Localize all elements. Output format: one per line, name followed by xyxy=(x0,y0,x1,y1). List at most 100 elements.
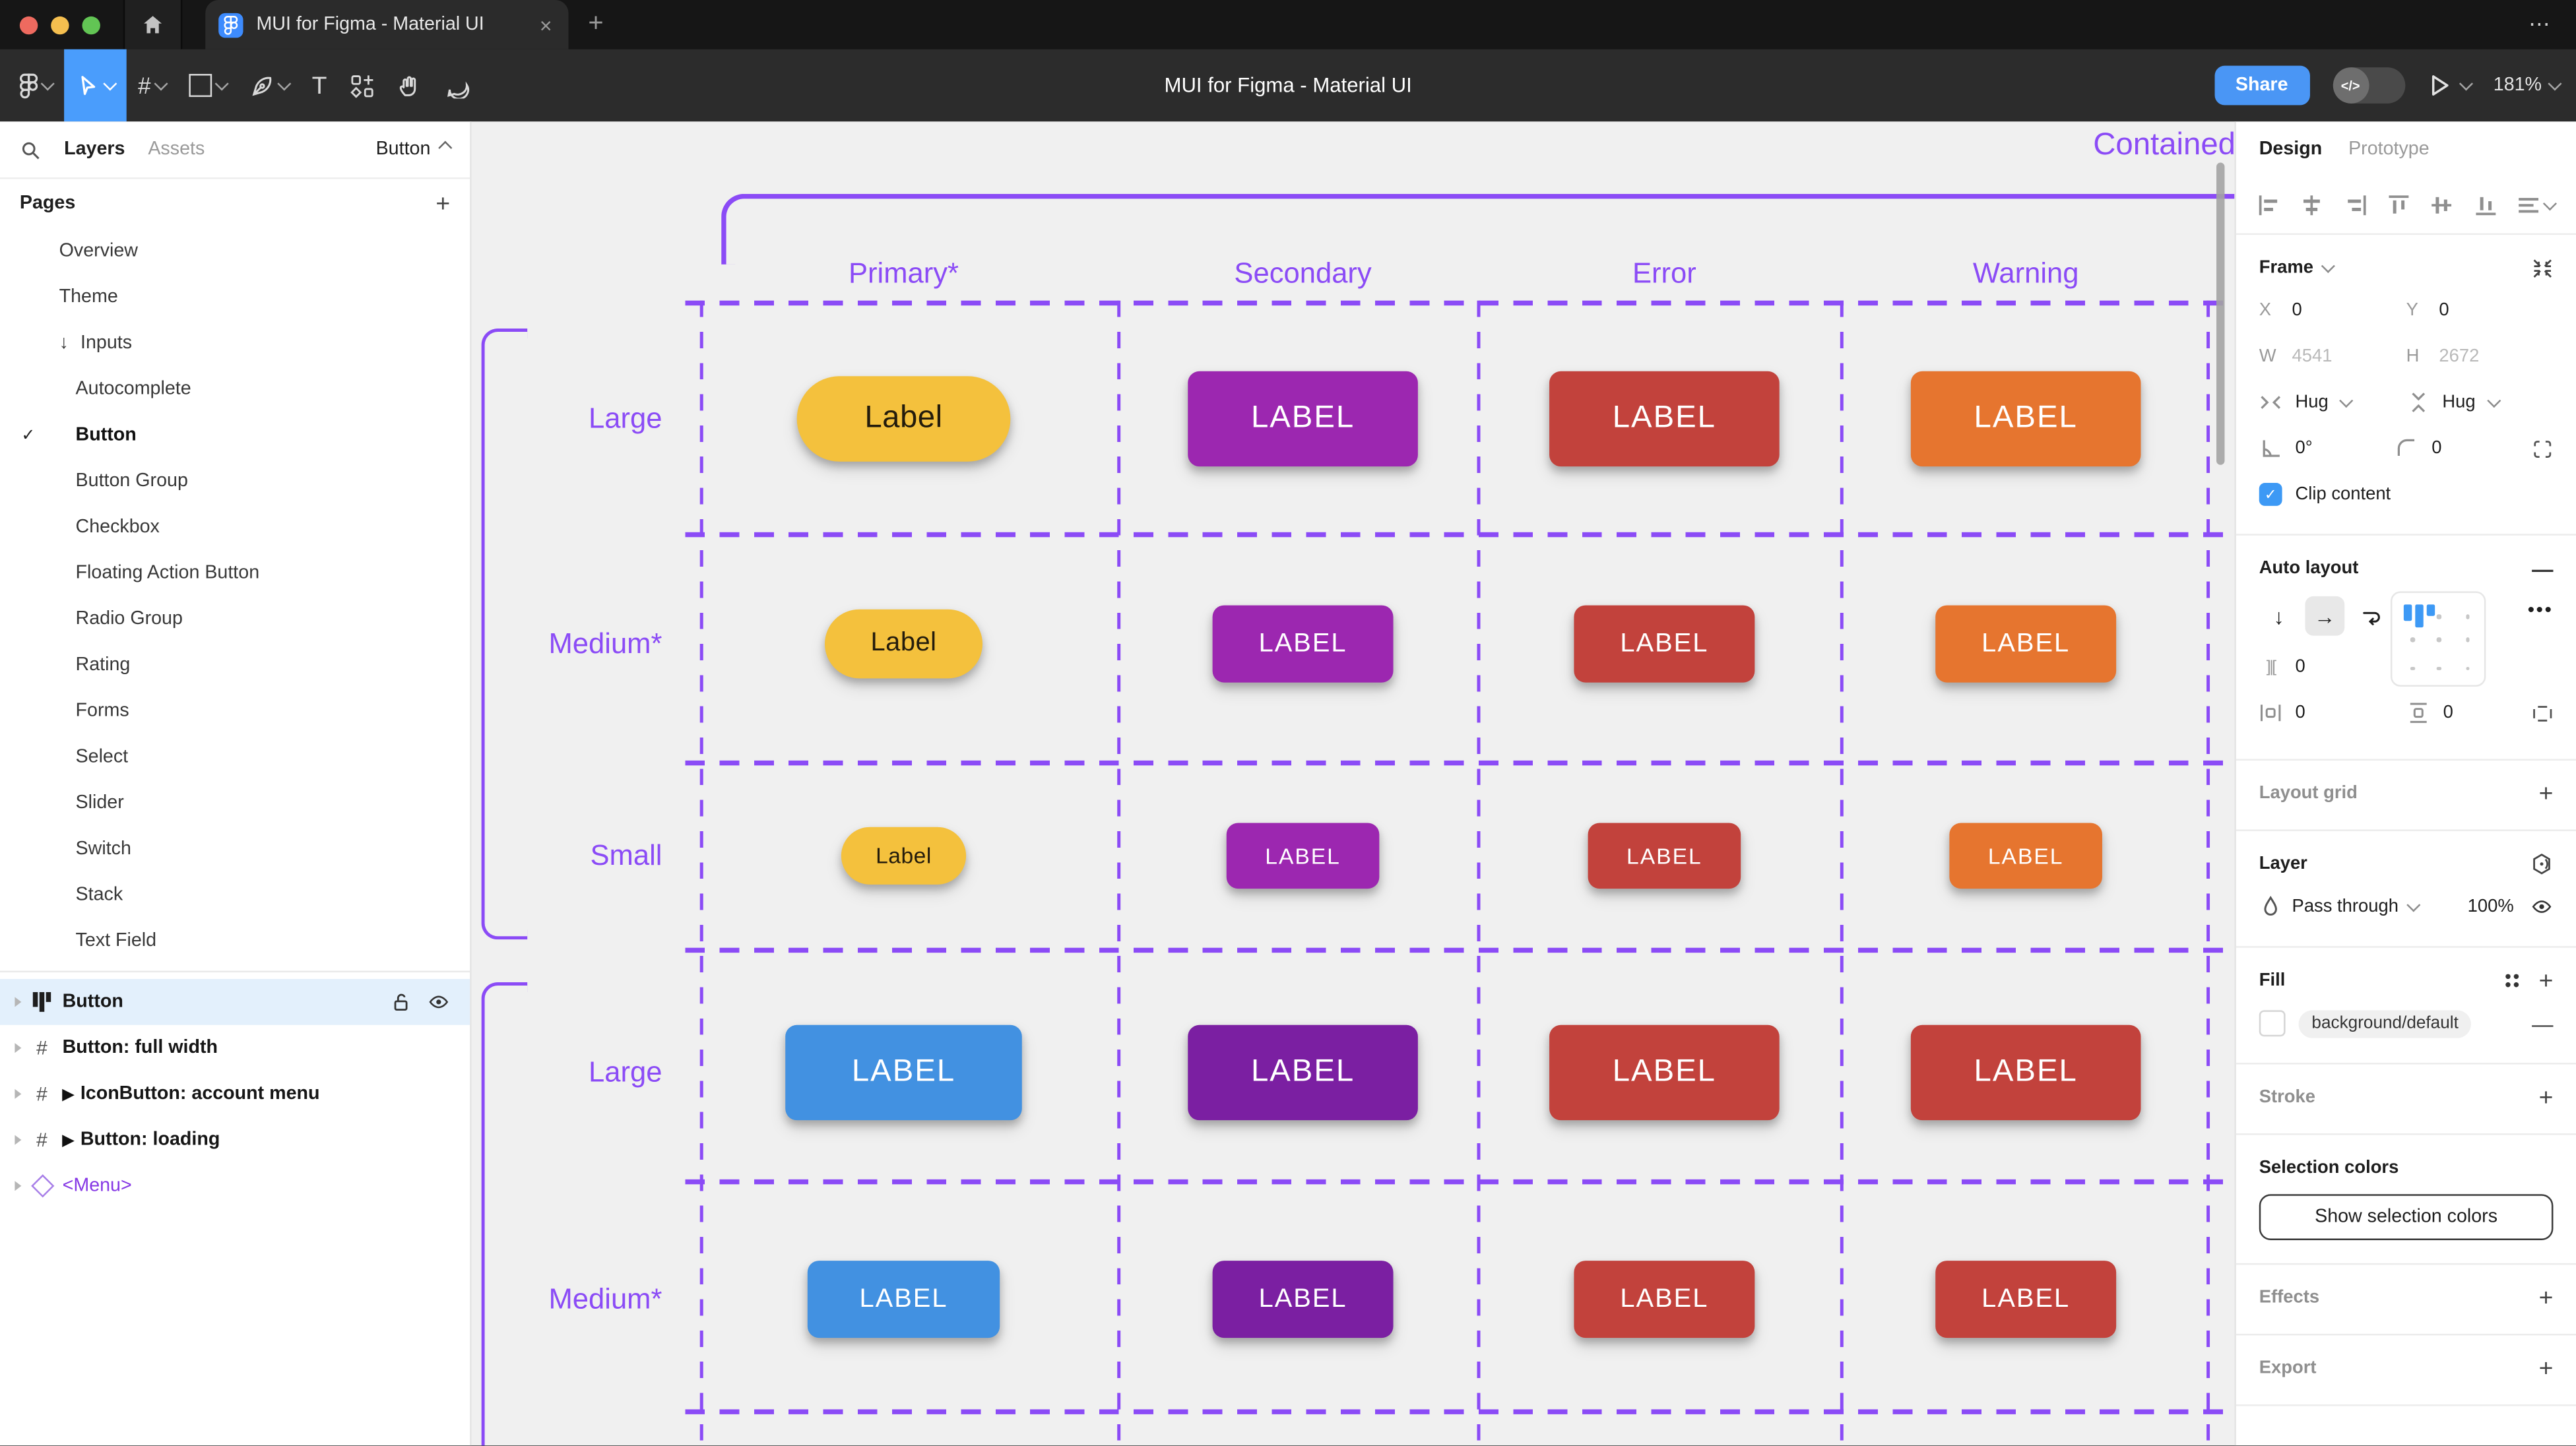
layer-row-button-loading[interactable]: # ▶Button: loading xyxy=(0,1117,470,1163)
clip-content-row[interactable]: ✓ Clip content xyxy=(2259,472,2554,518)
vertical-resizing-dropdown[interactable]: Hug xyxy=(2406,391,2554,414)
mui-button-error-small[interactable]: LABEL xyxy=(1588,823,1741,889)
page-item[interactable]: Button Group xyxy=(75,471,188,491)
page-item[interactable]: Text Field xyxy=(75,931,157,951)
layer-row-menu-instance[interactable]: <Menu> xyxy=(0,1163,470,1209)
page-item[interactable]: Floating Action Button xyxy=(75,563,260,583)
page-item-current[interactable]: ✓Button xyxy=(21,425,137,445)
expand-caret-icon[interactable] xyxy=(15,997,22,1007)
close-tab-icon[interactable]: × xyxy=(539,12,552,38)
browser-menu-icon[interactable]: ⋯ xyxy=(2528,11,2554,36)
page-item[interactable]: Autocomplete xyxy=(75,379,191,400)
tab-assets[interactable]: Assets xyxy=(148,139,205,160)
hand-tool-button[interactable] xyxy=(386,49,434,122)
resources-tool-button[interactable] xyxy=(338,49,386,122)
mui-button-deep-purple-medium[interactable]: LABEL xyxy=(1212,1261,1394,1338)
add-fill-button[interactable]: + xyxy=(2538,966,2554,995)
rotation-field[interactable]: 0° xyxy=(2259,437,2396,460)
remove-auto-layout-button[interactable]: — xyxy=(2532,555,2554,581)
show-selection-colors-button[interactable]: Show selection colors xyxy=(2259,1194,2554,1240)
tab-layers[interactable]: Layers xyxy=(64,139,125,160)
expand-caret-icon[interactable] xyxy=(15,1135,22,1145)
dev-mode-toggle[interactable]: </> xyxy=(2332,67,2405,104)
zoom-control[interactable]: 181% xyxy=(2494,76,2562,95)
align-right-icon[interactable] xyxy=(2344,194,2367,217)
present-control[interactable] xyxy=(2428,74,2473,97)
new-tab-button[interactable]: + xyxy=(588,9,604,38)
alignment-pad[interactable] xyxy=(2390,591,2486,687)
canvas-scrollbar[interactable] xyxy=(2216,162,2225,465)
mui-button-deep-purple-large[interactable]: LABEL xyxy=(1188,1024,1418,1121)
page-item[interactable]: Checkbox xyxy=(75,517,160,538)
frame-tool-button[interactable]: # xyxy=(127,49,177,122)
styles-icon[interactable] xyxy=(2505,973,2519,988)
expand-caret-icon[interactable] xyxy=(15,1088,22,1099)
align-vertical-center-icon[interactable] xyxy=(2430,194,2453,217)
browser-tab[interactable]: MUI for Figma - Material UI × xyxy=(205,0,569,49)
add-export-button[interactable]: + xyxy=(2538,1354,2554,1383)
add-page-button[interactable]: + xyxy=(435,189,451,218)
add-layout-grid-button[interactable]: + xyxy=(2538,779,2554,807)
horizontal-resizing-dropdown[interactable]: Hug xyxy=(2259,391,2406,414)
page-item[interactable]: ↓Inputs xyxy=(59,333,133,354)
mui-button-primary-small[interactable]: Label xyxy=(841,827,967,885)
collapse-panel-icon[interactable] xyxy=(2532,257,2553,278)
opacity-value[interactable]: 100% xyxy=(2467,896,2514,917)
mui-button-secondary-large[interactable]: LABEL xyxy=(1188,371,1418,467)
layer-row-button[interactable]: Button xyxy=(0,979,470,1025)
fill-token-chip[interactable]: background/default xyxy=(2298,1009,2472,1038)
close-window-button[interactable] xyxy=(19,15,38,34)
page-item[interactable]: Select xyxy=(75,747,129,767)
main-menu-button[interactable] xyxy=(0,49,64,122)
page-item[interactable]: Radio Group xyxy=(75,609,183,629)
page-item[interactable]: Stack xyxy=(75,885,123,905)
align-top-icon[interactable] xyxy=(2387,194,2410,217)
align-bottom-icon[interactable] xyxy=(2474,194,2497,217)
mui-button-secondary-medium[interactable]: LABEL xyxy=(1212,605,1394,683)
mui-button-red-large[interactable]: LABEL xyxy=(1910,1024,2141,1121)
layout-vertical-button[interactable]: ↓ xyxy=(2273,604,2284,629)
corner-radius-field[interactable]: 0 xyxy=(2395,437,2532,460)
remove-fill-button[interactable]: — xyxy=(2532,1011,2554,1036)
mui-button-error-large[interactable]: LABEL xyxy=(1549,371,1780,467)
expand-caret-icon[interactable] xyxy=(15,1181,22,1191)
gap-field[interactable]: ]|[ 0 xyxy=(2259,656,2407,679)
horizontal-padding-field[interactable]: 0 xyxy=(2259,701,2407,724)
align-left-icon[interactable] xyxy=(2257,194,2280,217)
search-icon[interactable] xyxy=(20,139,41,160)
page-item[interactable]: Rating xyxy=(75,655,131,676)
add-effect-button[interactable]: + xyxy=(2538,1283,2554,1312)
mui-button-blue-large[interactable]: LABEL xyxy=(785,1024,1022,1121)
mui-button-warning-medium[interactable]: LABEL xyxy=(1935,605,2117,683)
shape-tool-button[interactable] xyxy=(177,49,238,122)
layout-horizontal-button[interactable]: → xyxy=(2305,596,2345,636)
tab-prototype[interactable]: Prototype xyxy=(2348,139,2430,160)
share-button[interactable]: Share xyxy=(2214,65,2309,106)
comment-tool-button[interactable] xyxy=(434,49,481,122)
layer-row-iconbutton-account-menu[interactable]: # ▶IconButton: account menu xyxy=(0,1071,470,1117)
expand-caret-icon[interactable] xyxy=(15,1043,22,1053)
blend-mode-icon[interactable] xyxy=(2530,852,2554,875)
tab-design[interactable]: Design xyxy=(2259,139,2323,160)
mui-button-secondary-small[interactable]: LABEL xyxy=(1226,823,1380,889)
canvas[interactable]: Contained Primary* Secondary Error Warni… xyxy=(471,121,2235,1446)
visibility-eye-icon[interactable] xyxy=(2530,897,2554,917)
independent-corners-icon[interactable] xyxy=(2532,438,2553,459)
layout-wrap-button[interactable] xyxy=(2351,596,2391,636)
fill-color-swatch[interactable] xyxy=(2259,1010,2286,1037)
align-horizontal-center-icon[interactable] xyxy=(2301,194,2324,217)
maximize-window-button[interactable] xyxy=(82,15,100,34)
visibility-eye-icon[interactable] xyxy=(427,992,450,1012)
page-selector[interactable]: Button xyxy=(376,140,453,160)
frame-title[interactable]: Contained xyxy=(2093,128,2235,163)
mui-button-warning-large[interactable]: LABEL xyxy=(1910,371,2141,467)
page-item[interactable]: Forms xyxy=(75,701,129,722)
text-tool-button[interactable]: T xyxy=(300,49,338,122)
home-button[interactable] xyxy=(123,0,183,49)
mui-button-red-medium[interactable]: LABEL xyxy=(1935,1261,2117,1338)
frame-type-dropdown[interactable]: Frame xyxy=(2259,258,2335,278)
